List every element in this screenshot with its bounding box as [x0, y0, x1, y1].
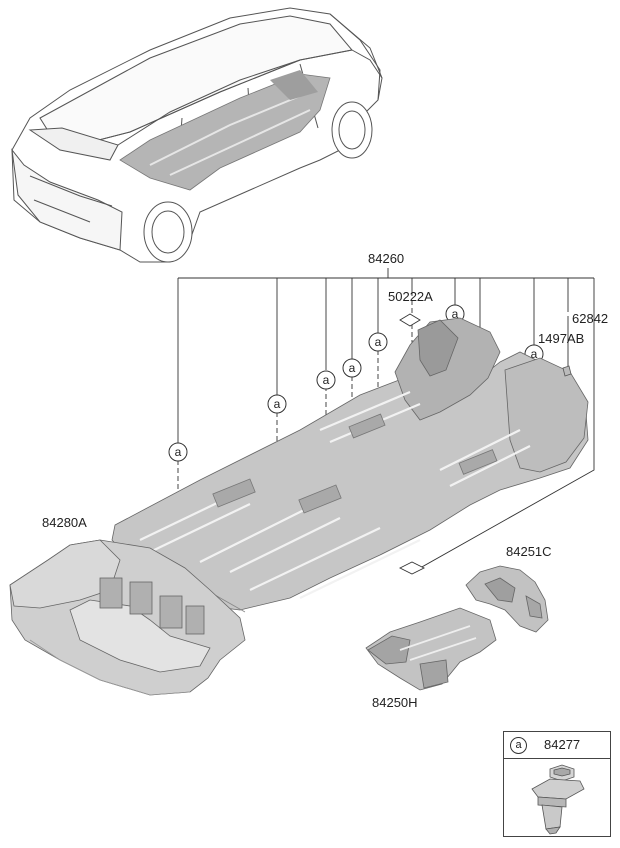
label-84280A: 84280A: [42, 515, 87, 530]
floor-carpet-84260: [111, 317, 589, 613]
cover-50222A: [399, 313, 421, 327]
side-pad-84251C: [465, 565, 549, 633]
svg-text:a: a: [375, 335, 382, 349]
svg-text:a: a: [274, 397, 281, 411]
label-1497AB: 1497AB: [538, 331, 584, 346]
callout-marker: a: [342, 358, 362, 378]
svg-text:a: a: [349, 361, 356, 375]
label-84251C: 84251C: [506, 544, 552, 559]
legend-header: a 84277: [504, 732, 610, 759]
legend-box: a 84277: [503, 731, 611, 837]
svg-text:a: a: [531, 347, 538, 361]
fastener-1497AB: [562, 365, 572, 377]
legend-marker: a: [510, 737, 527, 754]
callout-marker: a: [168, 442, 188, 462]
callout-marker: a: [316, 370, 336, 390]
svg-text:a: a: [175, 445, 182, 459]
label-84250H: 84250H: [372, 695, 418, 710]
front-pad-84250H: [365, 607, 497, 691]
svg-text:a: a: [323, 373, 330, 387]
label-84260: 84260: [368, 251, 404, 266]
rear-floor-pad-84280A: [9, 539, 246, 696]
callout-marker: a: [368, 332, 388, 352]
label-50222A: 50222A: [388, 289, 433, 304]
clip-62842: [398, 561, 426, 575]
callout-marker: a: [267, 394, 287, 414]
vehicle-floor-carpet: [119, 70, 331, 191]
svg-text:a: a: [452, 307, 459, 321]
clip-84277-illustration: [531, 764, 585, 835]
legend-part-number: 84277: [544, 737, 581, 752]
label-62842: 62842: [572, 311, 608, 326]
